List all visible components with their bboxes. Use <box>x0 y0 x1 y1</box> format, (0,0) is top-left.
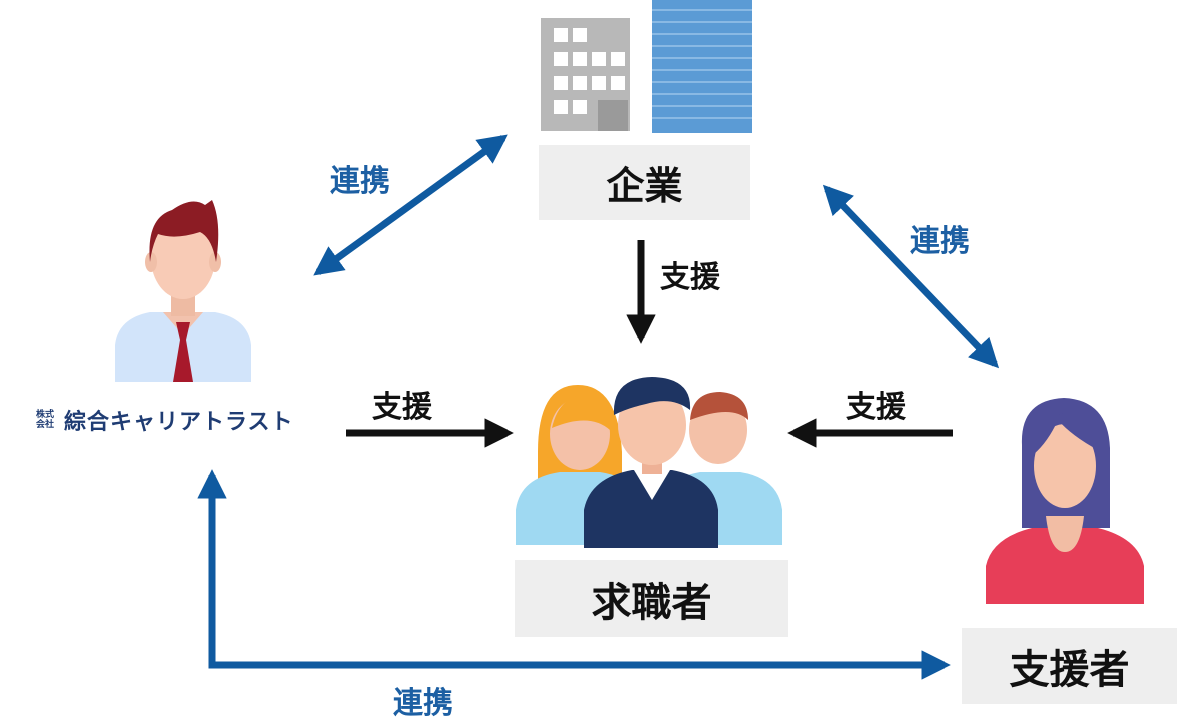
company-label: 企業 <box>539 145 750 220</box>
supporter-icon <box>986 398 1144 604</box>
support-label-company: 支援 <box>660 260 720 295</box>
job-seekers-label: 求職者 <box>515 560 788 637</box>
buildings-icon <box>541 0 752 133</box>
logo-company-name: 綜合キャリアトラスト <box>64 410 294 435</box>
job-seekers-icon <box>516 377 782 548</box>
businessman-icon <box>115 200 251 382</box>
cooperation-label-top-left: 連携 <box>330 164 390 199</box>
cooperation-arrow-company-logo <box>313 134 508 276</box>
support-label-supporter: 支援 <box>846 390 906 425</box>
cooperation-label-top-right: 連携 <box>910 224 970 259</box>
company-logo: 株式 会社 綜合キャリアトラスト <box>36 404 294 436</box>
cooperation-label-bottom: 連携 <box>393 686 453 721</box>
logo-corporate-prefix: 株式 会社 <box>36 410 55 430</box>
supporter-label: 支援者 <box>962 628 1177 704</box>
cooperation-arrow-company-supporter <box>822 184 1000 369</box>
support-label-logo: 支援 <box>372 390 432 425</box>
cooperation-arrow-logo-supporter <box>197 469 951 680</box>
